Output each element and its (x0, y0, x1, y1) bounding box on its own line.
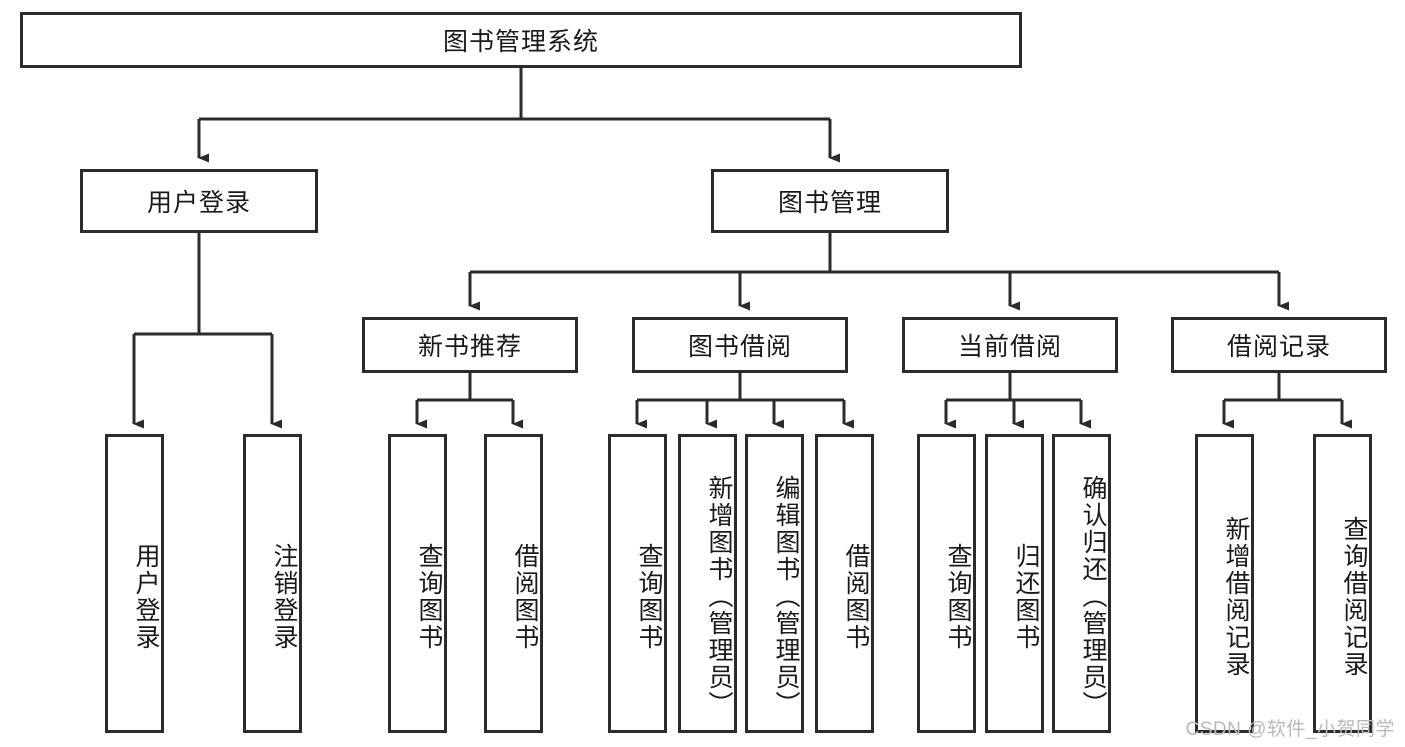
node-user-login[interactable]: 用户登录 (80, 169, 318, 233)
leaf-book-borrow-query-book[interactable]: 查询图书 (608, 434, 667, 733)
node-label: 新增借阅记录 (1222, 515, 1250, 678)
leaf-current-borrow-return-book[interactable]: 归还图书 (985, 434, 1044, 733)
node-label: 用户登录 (146, 189, 251, 217)
node-label: 确认归还（管理员） (1079, 475, 1107, 718)
leaf-user-login-login[interactable]: 用户登录 (105, 434, 164, 733)
node-label: 借阅图书 (511, 542, 539, 651)
leaf-new-book-query-book[interactable]: 查询图书 (388, 434, 447, 733)
node-label: 用户登录 (132, 542, 160, 651)
node-label: 编辑图书（管理员） (772, 475, 800, 718)
node-label: 查询图书 (635, 542, 663, 651)
node-label: 图书管理系统 (442, 28, 599, 56)
node-book-management[interactable]: 图书管理 (711, 169, 949, 233)
node-label: 查询借阅记录 (1340, 515, 1368, 678)
leaf-current-borrow-confirm-return-admin[interactable]: 确认归还（管理员） (1052, 434, 1111, 733)
leaf-book-borrow-edit-book-admin[interactable]: 编辑图书（管理员） (745, 434, 804, 733)
node-label: 图书管理 (777, 189, 882, 217)
leaf-book-borrow-add-book-admin[interactable]: 新增图书（管理员） (678, 434, 737, 733)
node-label: 图书借阅 (687, 333, 792, 361)
node-current-borrow[interactable]: 当前借阅 (902, 317, 1118, 373)
node-label: 查询图书 (944, 542, 972, 651)
leaf-user-login-logout[interactable]: 注销登录 (243, 434, 302, 733)
leaf-current-borrow-query-book[interactable]: 查询图书 (917, 434, 976, 733)
leaf-new-book-borrow-book[interactable]: 借阅图书 (484, 434, 543, 733)
node-label: 当前借阅 (957, 333, 1062, 361)
node-borrow-record[interactable]: 借阅记录 (1171, 317, 1387, 373)
leaf-borrow-record-query-record[interactable]: 查询借阅记录 (1313, 434, 1372, 733)
node-label: 查询图书 (415, 542, 443, 651)
node-label: 新书推荐 (417, 333, 522, 361)
leaf-book-borrow-borrow-book[interactable]: 借阅图书 (815, 434, 874, 733)
node-root-book-management-system[interactable]: 图书管理系统 (20, 12, 1022, 68)
node-label: 注销登录 (270, 542, 298, 651)
node-label: 借阅图书 (842, 542, 870, 651)
leaf-borrow-record-add-record[interactable]: 新增借阅记录 (1195, 434, 1254, 733)
node-label: 归还图书 (1012, 542, 1040, 651)
node-new-book-recommend[interactable]: 新书推荐 (362, 317, 578, 373)
node-label: 借阅记录 (1226, 333, 1331, 361)
node-book-borrow[interactable]: 图书借阅 (632, 317, 848, 373)
node-label: 新增图书（管理员） (705, 475, 733, 718)
